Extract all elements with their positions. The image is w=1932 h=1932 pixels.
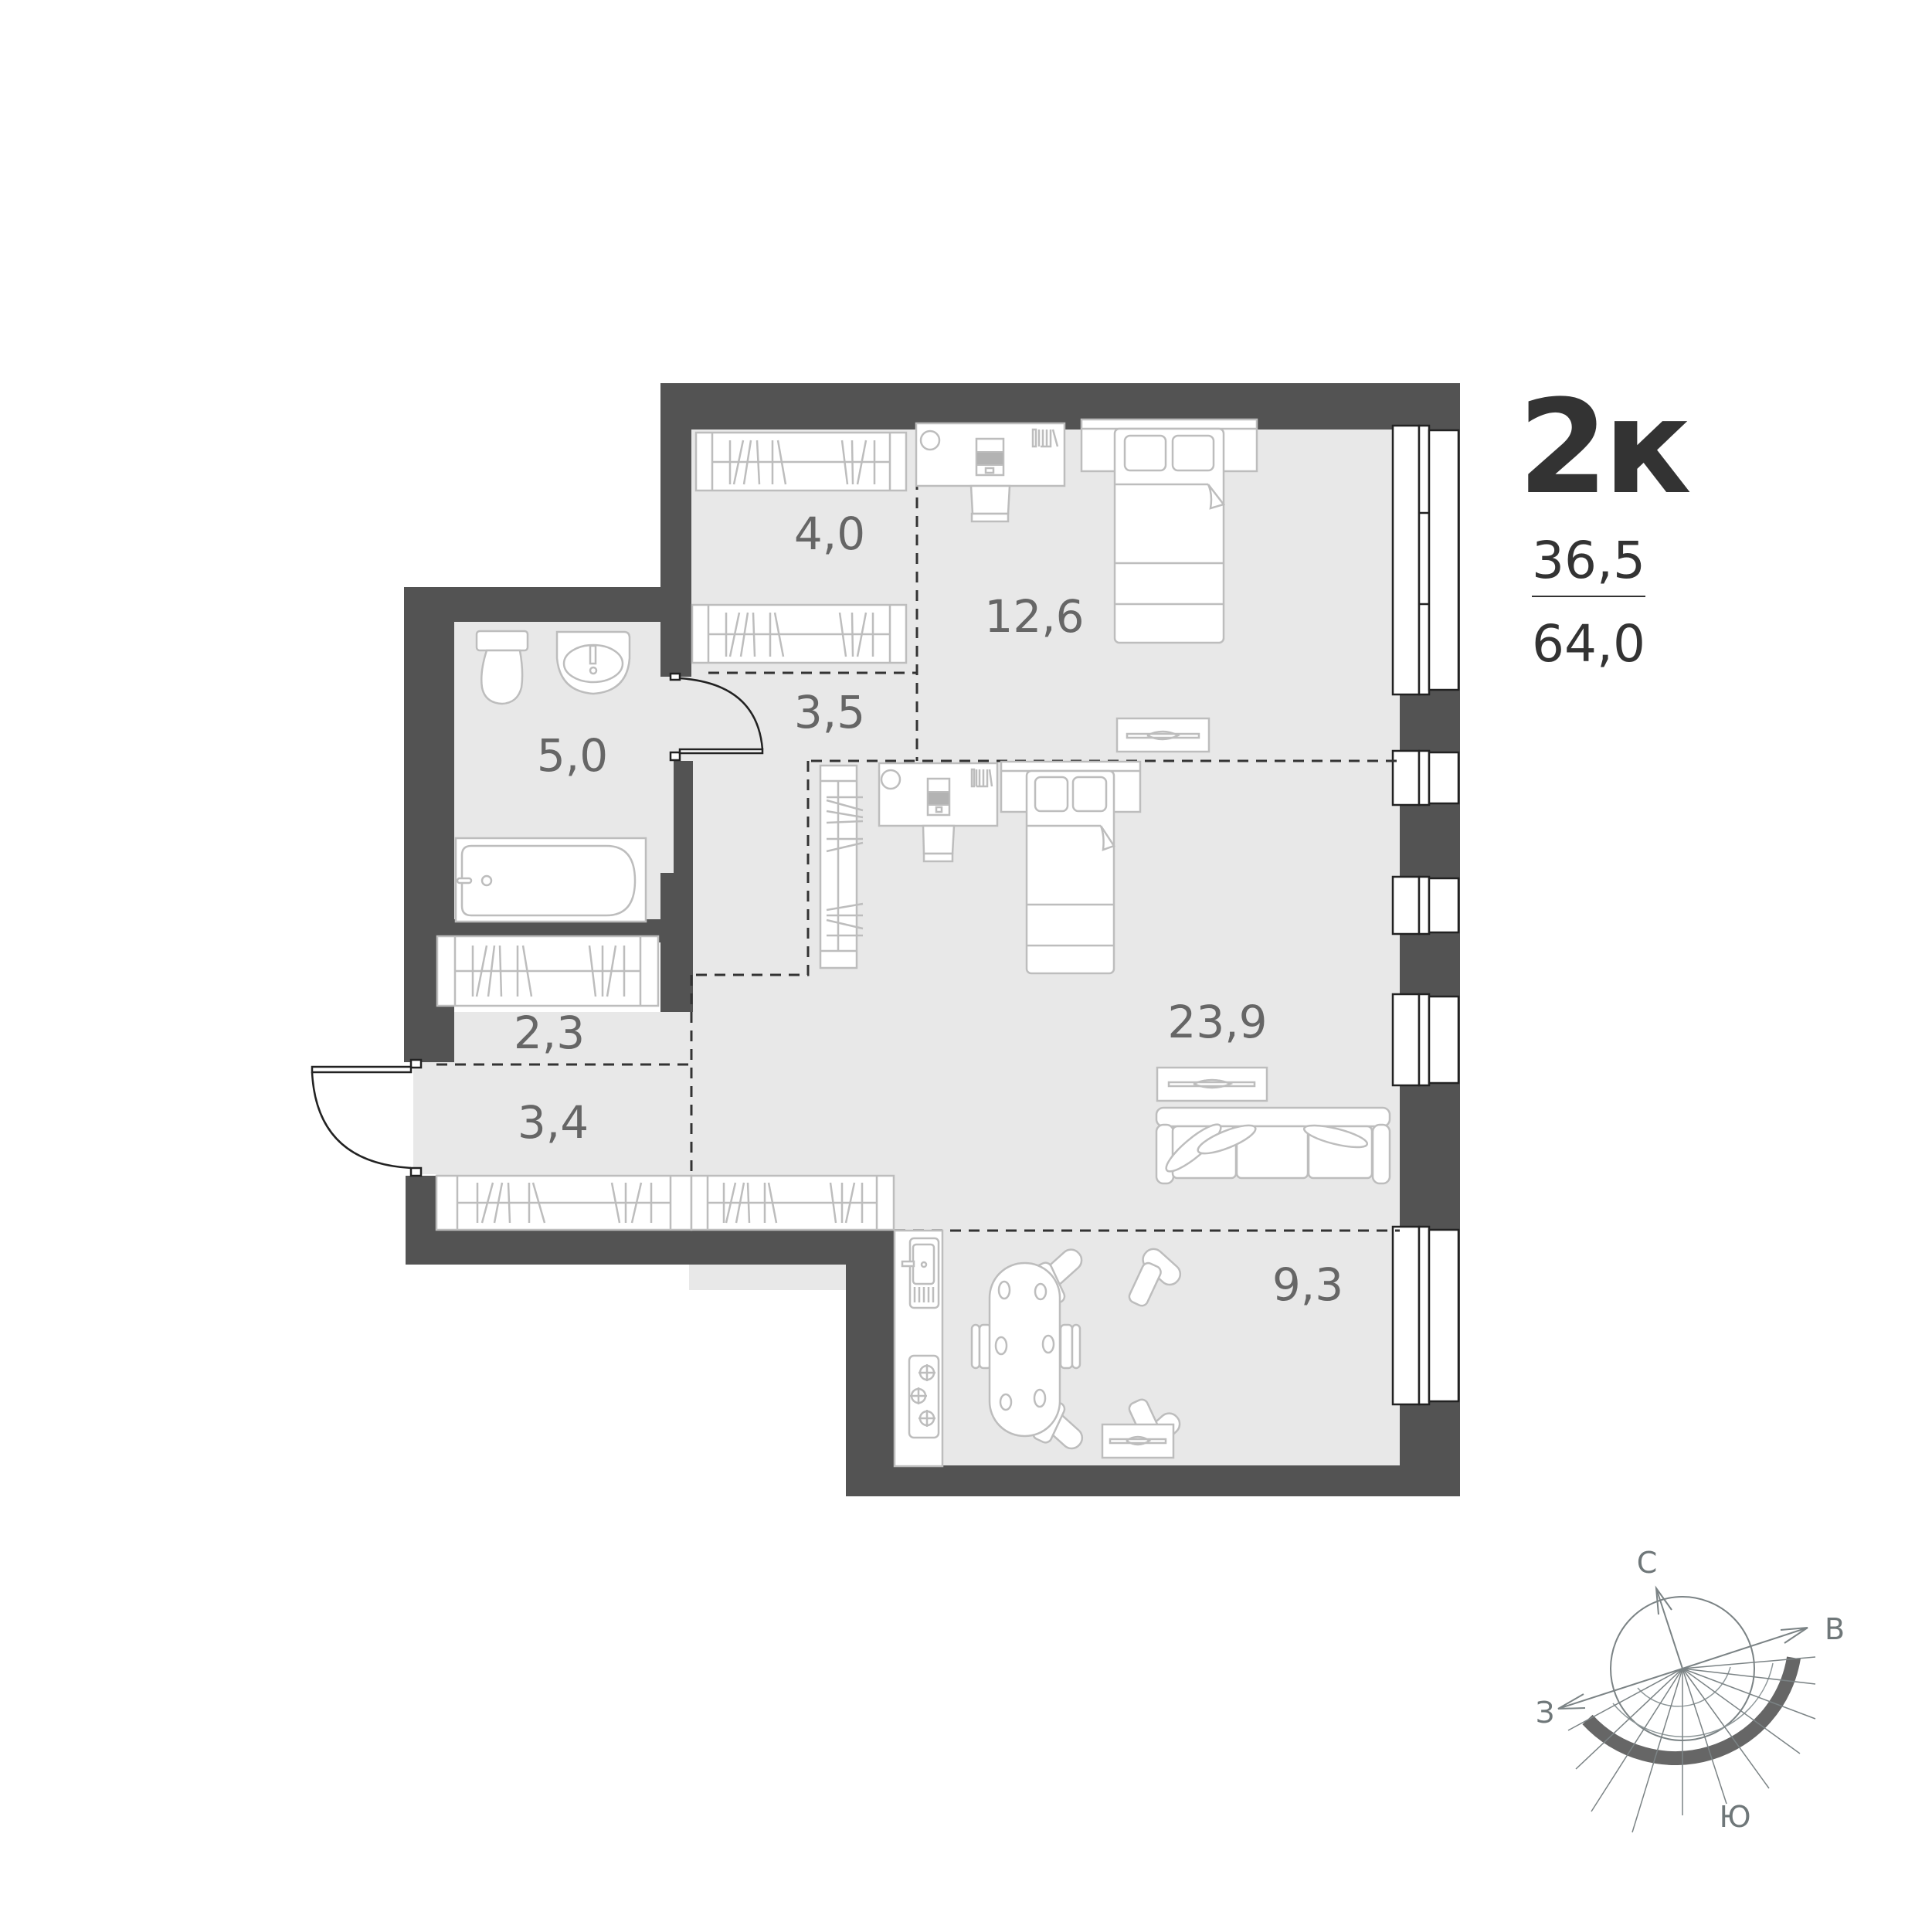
- compass-south-label: Ю: [1719, 1800, 1750, 1834]
- total-area: 64,0: [1532, 614, 1645, 674]
- desk-lower: [878, 762, 999, 827]
- window-1: [1391, 424, 1460, 696]
- stove: [908, 1354, 940, 1439]
- room-area-living-room: 23,9: [1167, 996, 1267, 1048]
- sink: [555, 630, 631, 695]
- kitchen-sink: [901, 1237, 940, 1309]
- bathtub: [454, 837, 647, 923]
- room-area-hall-upper: 3,5: [794, 686, 865, 739]
- compass-sun-arc: [1582, 1656, 1801, 1765]
- room-area-storage: 2,3: [514, 1007, 585, 1059]
- sofa: [1155, 1106, 1391, 1185]
- wardrobe-lower: [691, 603, 908, 664]
- compass: С В З Ю: [1536, 1546, 1845, 1834]
- wardrobe-corridor-bottom: [435, 1174, 693, 1231]
- room-area-bedroom: 12,6: [984, 590, 1084, 643]
- tv-stand-kitchen: [1101, 1423, 1175, 1459]
- rooms-count: 2к: [1518, 372, 1692, 523]
- chair-upper: [969, 484, 1011, 523]
- bathroom-door[interactable]: [669, 672, 764, 762]
- living-area: 36,5: [1532, 535, 1645, 597]
- window-4: [1391, 993, 1460, 1087]
- windows: [1391, 424, 1460, 1406]
- window-5: [1391, 1225, 1460, 1406]
- entrance-door[interactable]: [311, 1058, 423, 1177]
- room-area-bathroom: 5,0: [537, 729, 608, 782]
- compass-axes: [1557, 1585, 1808, 1710]
- chair-lower: [922, 824, 956, 863]
- tv-stand-upper: [1115, 717, 1210, 753]
- wardrobe-vertical: [819, 764, 864, 969]
- compass-west-label: З: [1536, 1696, 1554, 1730]
- room-area-entrance: 3,4: [518, 1096, 589, 1149]
- wardrobe-upper: [694, 431, 908, 492]
- toilet: [475, 630, 529, 705]
- bed-upper: [1080, 418, 1258, 644]
- wardrobe-storage: [436, 935, 660, 1007]
- room-area-wardrobe: 4,0: [794, 508, 865, 560]
- room-area-kitchen: 9,3: [1272, 1258, 1343, 1311]
- tv-stand-living: [1156, 1066, 1268, 1102]
- wardrobe-living-bottom: [690, 1174, 895, 1231]
- compass-east-label: В: [1825, 1612, 1845, 1646]
- apartment-summary: 2к 36,5 64,0: [1518, 382, 1719, 670]
- compass-north-label: С: [1637, 1546, 1658, 1580]
- window-3: [1391, 875, 1460, 935]
- window-2: [1391, 749, 1460, 806]
- compass-rays: [1567, 1656, 1816, 1833]
- bed-lower: [1000, 760, 1142, 975]
- desk-upper: [915, 422, 1066, 487]
